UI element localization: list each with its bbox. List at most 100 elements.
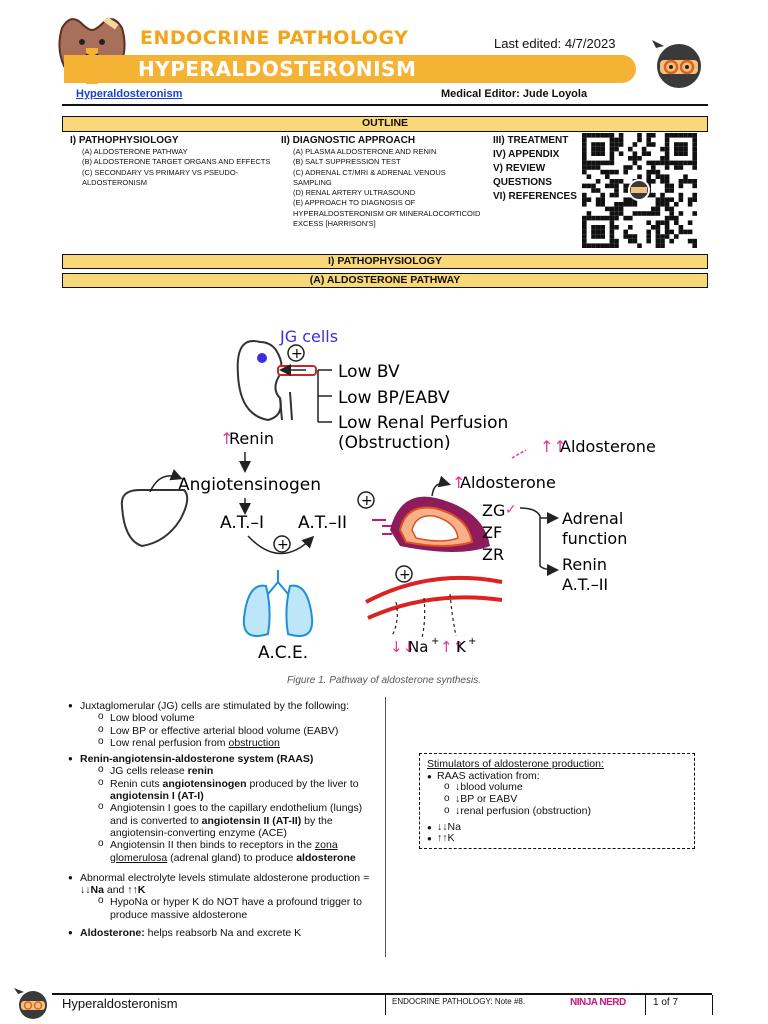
note-raas: Renin-angiotensin-aldosterone system (RA… — [68, 753, 378, 864]
zona-fasciculata-label: ZF — [482, 523, 502, 542]
outline-heading: OUTLINE — [62, 116, 708, 132]
outline-link-diagnostic[interactable]: II) DIAGNOSTIC APPROACH — [281, 135, 416, 146]
liver-icon — [120, 489, 189, 548]
renin-regulator-label: Renin — [562, 555, 607, 574]
angiotensin-ii-label: A.T.–II — [298, 513, 347, 533]
aldosterone-double-up-arrow: ↑↑ — [540, 437, 567, 456]
outline-sub-item[interactable]: EXCESS [HARRISON'S] — [293, 219, 376, 229]
qr-code[interactable] — [582, 133, 700, 248]
outline-sub-item[interactable]: (C) ADRENAL CT/MRI & ADRENAL VENOUS — [293, 167, 446, 177]
header-divider — [62, 104, 708, 106]
kidney-icon — [236, 339, 293, 422]
stim-sub-item: ↓renal perfusion (obstruction) — [427, 805, 687, 818]
outline-sub-item[interactable]: SAMPLING — [293, 177, 332, 187]
low-renal-perfusion-label: Low Renal Perfusion — [338, 413, 508, 433]
aldosterone-up-arrow: ↑ — [452, 473, 465, 492]
adrenal-gland-icon — [390, 496, 490, 552]
footer-separator — [385, 995, 386, 1015]
medical-editor: Medical Editor: Jude Loyola — [441, 88, 588, 100]
outline-sub-item[interactable]: (A) PLASMA ALDOSTERONE AND RENIN — [293, 147, 437, 156]
outline-sub-item[interactable]: (B) SALT SUPPRESSION TEST — [293, 157, 401, 167]
stimulators-title: Stimulators of aldosterone production: — [427, 758, 604, 770]
stimulators-box: Stimulators of aldosterone production: R… — [419, 753, 695, 849]
low-bv-label: Low BV — [338, 362, 400, 382]
note-jg-cells: Juxtaglomerular (JG) cells are stimulate… — [68, 700, 378, 749]
zg-check-icon: ✓ — [505, 502, 517, 518]
plus-label: + — [277, 537, 289, 553]
stim-sub-item: ↓BP or EABV — [427, 793, 687, 806]
header-title-bar: HYPERALDOSTERONISM — [64, 55, 636, 83]
stim-sub-item: ↓blood volume — [427, 781, 687, 794]
outline-link-pathophysiology[interactable]: I) PATHOPHYSIOLOGY — [70, 135, 179, 146]
notes-column: Juxtaglomerular (JG) cells are stimulate… — [68, 700, 378, 943]
subsection-heading-aldosterone-pathway: (A) ALDOSTERONE PATHWAY — [62, 273, 708, 288]
outline-link-references[interactable]: VI) REFERENCES — [493, 191, 577, 202]
note-sub-item: HypoNa or hyper K do NOT have a profound… — [80, 895, 378, 921]
ninja-mascot-icon — [652, 40, 701, 88]
outline-sub-item[interactable]: (B) ALDOSTERONE TARGET ORGANS AND EFFECT… — [82, 157, 271, 167]
aldosterone-pathway-figure: JG cells + Low BV Low BP/EABV Low Renal … — [120, 327, 656, 663]
ninja-footer-icon — [14, 988, 47, 1019]
outline-link-review-cont[interactable]: QUESTIONS — [493, 177, 552, 188]
note-sub-item: Low blood volume — [80, 711, 378, 724]
outline-column-other: III) TREATMENT IV) APPENDIX V) REVIEW QU… — [493, 134, 583, 204]
note-sub-item: Low renal perfusion from obstruction — [80, 736, 378, 749]
zona-reticularis-label: ZR — [482, 545, 504, 564]
outline-link-review[interactable]: V) REVIEW — [493, 163, 546, 174]
outline-link-appendix[interactable]: IV) APPENDIX — [493, 149, 560, 160]
footer-note-number: ENDOCRINE PATHOLOGY: Note #8. — [392, 997, 526, 1006]
outline-sub-item[interactable]: (A) ALDOSTERONE PATHWAY — [82, 147, 188, 156]
footer-separator — [712, 995, 713, 1015]
angiotensin-i-label: A.T.–I — [220, 513, 264, 533]
obstruction-label: (Obstruction) — [338, 433, 451, 453]
plus-sign-icon — [395, 565, 413, 583]
renin-label: Renin — [229, 429, 274, 448]
page-title: HYPERALDOSTERONISM — [138, 57, 417, 81]
outline-sub-item[interactable]: HYPERALDOSTERONISM OR MINERALOCORTICOID — [293, 208, 481, 218]
note-aldosterone: Aldosterone: helps reabsorb Na and excre… — [68, 927, 378, 940]
outline-column-pathophysiology: I) PATHOPHYSIOLOGY (A) ALDOSTERONE PATHW… — [70, 134, 280, 188]
outline-column-diagnostic: II) DIAGNOSTIC APPROACH (A) PLASMA ALDOS… — [281, 134, 486, 229]
figure-caption: Figure 1. Pathway of aldosterone synthes… — [287, 675, 481, 686]
outline-sub-item[interactable]: (D) RENAL ARTERY ULTRASOUND — [293, 188, 416, 198]
stim-raas: RAAS activation from: — [427, 770, 687, 783]
angiotensinogen-label: Angiotensinogen — [178, 475, 321, 495]
outline-link-treatment[interactable]: III) TREATMENT — [493, 135, 569, 146]
note-sub-item: Renin cuts angiotensinogen produced by t… — [80, 777, 378, 803]
outline-sub-item[interactable]: (C) SECONDARY VS PRIMARY VS PSEUDO- — [82, 167, 239, 177]
plus-sign-icon — [287, 344, 305, 362]
plus-label: + — [361, 493, 373, 509]
stim-potassium: ↑↑K — [427, 833, 687, 845]
footer-title: Hyperaldosteronism — [62, 996, 178, 1011]
plus-sign-icon — [357, 491, 375, 509]
adrenal-function-label-cont: function — [562, 529, 627, 548]
note-sub-item: JG cells release renin — [80, 764, 378, 777]
aldosterone-label: Aldosterone — [460, 473, 556, 492]
low-bp-label: Low BP/EABV — [338, 388, 450, 408]
zona-glomerulosa-label: ZG — [482, 501, 505, 520]
page-number: 1 of 7 — [653, 997, 679, 1008]
jg-cells-label: JG cells — [279, 327, 338, 346]
note-electrolytes: Abnormal electrolyte levels stimulate al… — [68, 872, 378, 921]
jg-cell-dot — [257, 353, 267, 363]
sodium-double-down-arrow: ↓↓ — [390, 638, 415, 656]
outline-sub-item[interactable]: ALDOSTERONISM — [82, 177, 148, 187]
potassium-charge-sign: + — [468, 636, 476, 647]
note-sub-item: Low BP or effective arterial blood volum… — [80, 724, 378, 737]
angiotensin-ii-regulator-label: A.T.–II — [562, 575, 608, 594]
ace-label: A.C.E. — [258, 643, 308, 663]
lungs-icon — [242, 570, 314, 637]
sodium-label: Na — [408, 638, 428, 656]
column-divider — [385, 697, 386, 957]
potassium-label: K — [456, 638, 467, 656]
outline-sub-item[interactable]: (E) APPROACH TO DIAGNOSIS OF — [293, 198, 416, 208]
plus-label: + — [291, 346, 303, 362]
footer-divider — [52, 993, 712, 995]
topic-link[interactable]: Hyperaldosteronism — [76, 88, 183, 100]
footer-separator — [645, 995, 646, 1015]
note-sub-item: Angiotensin II then binds to receptors i… — [80, 838, 378, 864]
sodium-charge-sign: + — [431, 636, 439, 647]
renin-up-arrow: ↑ — [220, 429, 233, 448]
note-sub-item: Angiotensin I goes to the capillary endo… — [80, 801, 378, 839]
brand-logo: NINJA NERD — [570, 997, 626, 1008]
